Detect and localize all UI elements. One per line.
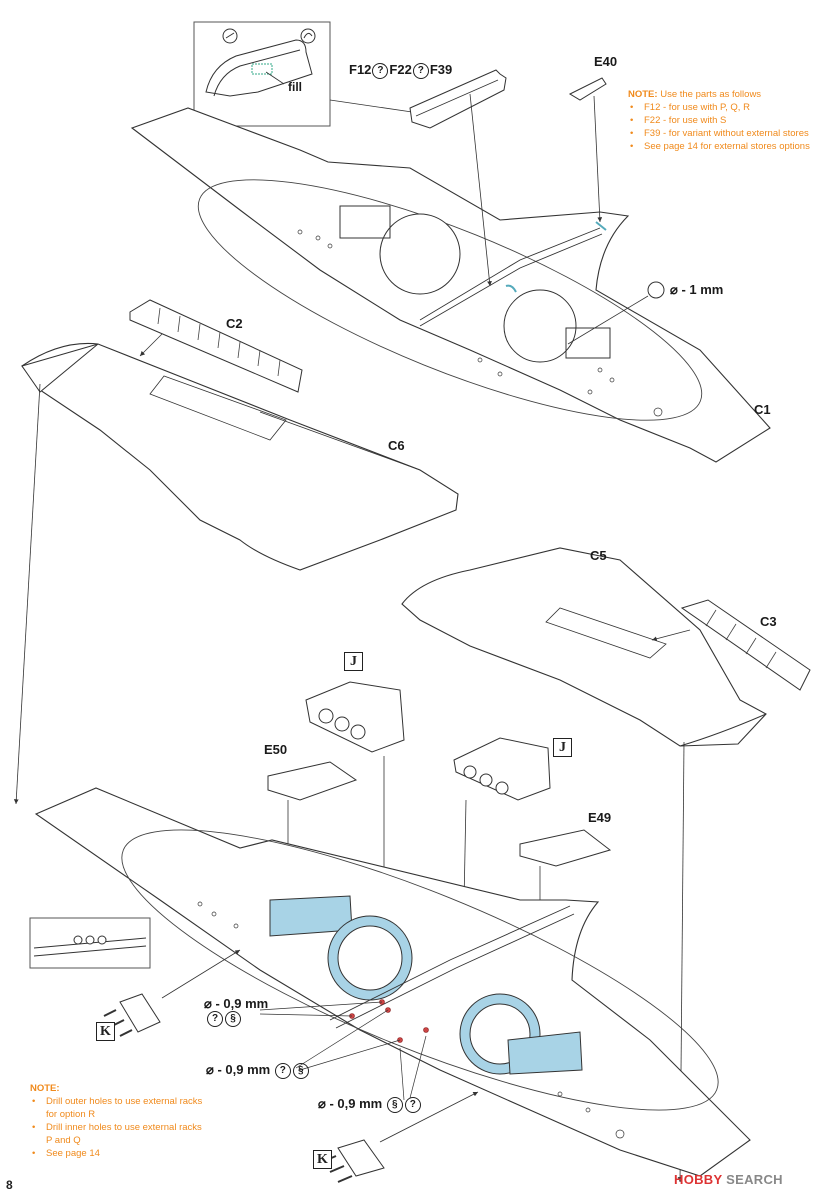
upper-wing-c1 xyxy=(130,107,771,463)
part-c2 xyxy=(129,299,303,393)
part-k-left xyxy=(103,993,161,1037)
question-mark-icon: ? xyxy=(372,62,389,79)
drill-label-c-row: ⌀ - 0,9 mm §? xyxy=(318,1096,422,1113)
part-e49 xyxy=(519,829,612,867)
watermark-logo: HOBBY xyxy=(674,1172,723,1187)
drill-label-c: ⌀ - 0,9 mm xyxy=(318,1096,383,1111)
part-j-left xyxy=(305,681,405,753)
lower-wing-c5 xyxy=(401,547,767,747)
label-j-right: J xyxy=(553,738,572,757)
label-f-parts: F12?F22?F39 xyxy=(349,62,452,79)
note-top-intro: Use the parts as follows xyxy=(657,89,762,100)
drill-icon: § xyxy=(225,1010,241,1027)
part-j-right xyxy=(453,737,551,801)
part-e40 xyxy=(568,77,607,101)
lower-wing-c6 xyxy=(21,342,459,571)
label-f12: F12 xyxy=(349,62,372,77)
label-c1: C1 xyxy=(754,402,771,417)
note-top-item: F22 - for use with S xyxy=(628,114,834,127)
watermark-text: SEARCH xyxy=(726,1172,783,1187)
label-c6: C6 xyxy=(388,438,405,453)
part-f-insert xyxy=(409,69,507,129)
label-c2: C2 xyxy=(226,316,243,331)
question-mark-icon: ? xyxy=(274,1062,291,1079)
label-j-left: J xyxy=(344,652,363,671)
label-c3: C3 xyxy=(760,614,777,629)
note-bottom-head: NOTE: xyxy=(30,1083,60,1094)
note-bottom-item: See page 14 xyxy=(30,1147,208,1160)
label-f22: F22 xyxy=(389,62,412,77)
label-e40: E40 xyxy=(594,54,618,69)
label-k-left: K xyxy=(96,1022,115,1041)
page-number: 8 xyxy=(6,1178,13,1192)
part-e50 xyxy=(267,761,358,801)
drill-label-b: ⌀ - 0,9 mm xyxy=(206,1062,271,1077)
note-top: NOTE: Use the parts as follows F12 - for… xyxy=(628,88,834,153)
label-e50: E50 xyxy=(264,742,288,757)
note-top-item: F12 - for use with P, Q, R xyxy=(628,101,834,114)
question-mark-icon: ? xyxy=(404,1096,421,1113)
label-f39: F39 xyxy=(429,62,453,77)
label-c5: C5 xyxy=(590,548,607,563)
label-fill: fill xyxy=(288,80,302,94)
watermark: HOBBY SEARCH xyxy=(674,1172,783,1187)
question-mark-icon: ? xyxy=(412,62,429,79)
drill-marks-a: ?§ xyxy=(206,1010,242,1027)
drill-label-a: ⌀ - 0,9 mm xyxy=(204,996,269,1011)
note-bottom: NOTE: Drill outer holes to use external … xyxy=(30,1082,208,1160)
label-k-bottom: K xyxy=(313,1150,332,1169)
note-top-item: See page 14 for external stores options xyxy=(628,140,834,153)
drill-label-top: ⌀ - 1 mm xyxy=(670,282,724,297)
drill-icon: § xyxy=(292,1062,309,1079)
note-bottom-item: Drill outer holes to use external racks … xyxy=(30,1095,208,1121)
drill-icon: § xyxy=(386,1096,403,1113)
note-top-item: F39 - for variant without external store… xyxy=(628,127,834,140)
lower-wing-assembly xyxy=(34,787,751,1177)
detail-inset-bottom xyxy=(29,917,151,969)
note-bottom-item: Drill inner holes to use external racks … xyxy=(30,1121,208,1147)
label-e49: E49 xyxy=(588,810,612,825)
part-c3 xyxy=(680,599,811,691)
question-mark-icon: ? xyxy=(207,1010,223,1027)
note-top-head: NOTE: xyxy=(628,89,658,100)
drill-label-b-row: ⌀ - 0,9 mm ?§ xyxy=(206,1062,310,1079)
detail-inset-top xyxy=(193,21,331,127)
